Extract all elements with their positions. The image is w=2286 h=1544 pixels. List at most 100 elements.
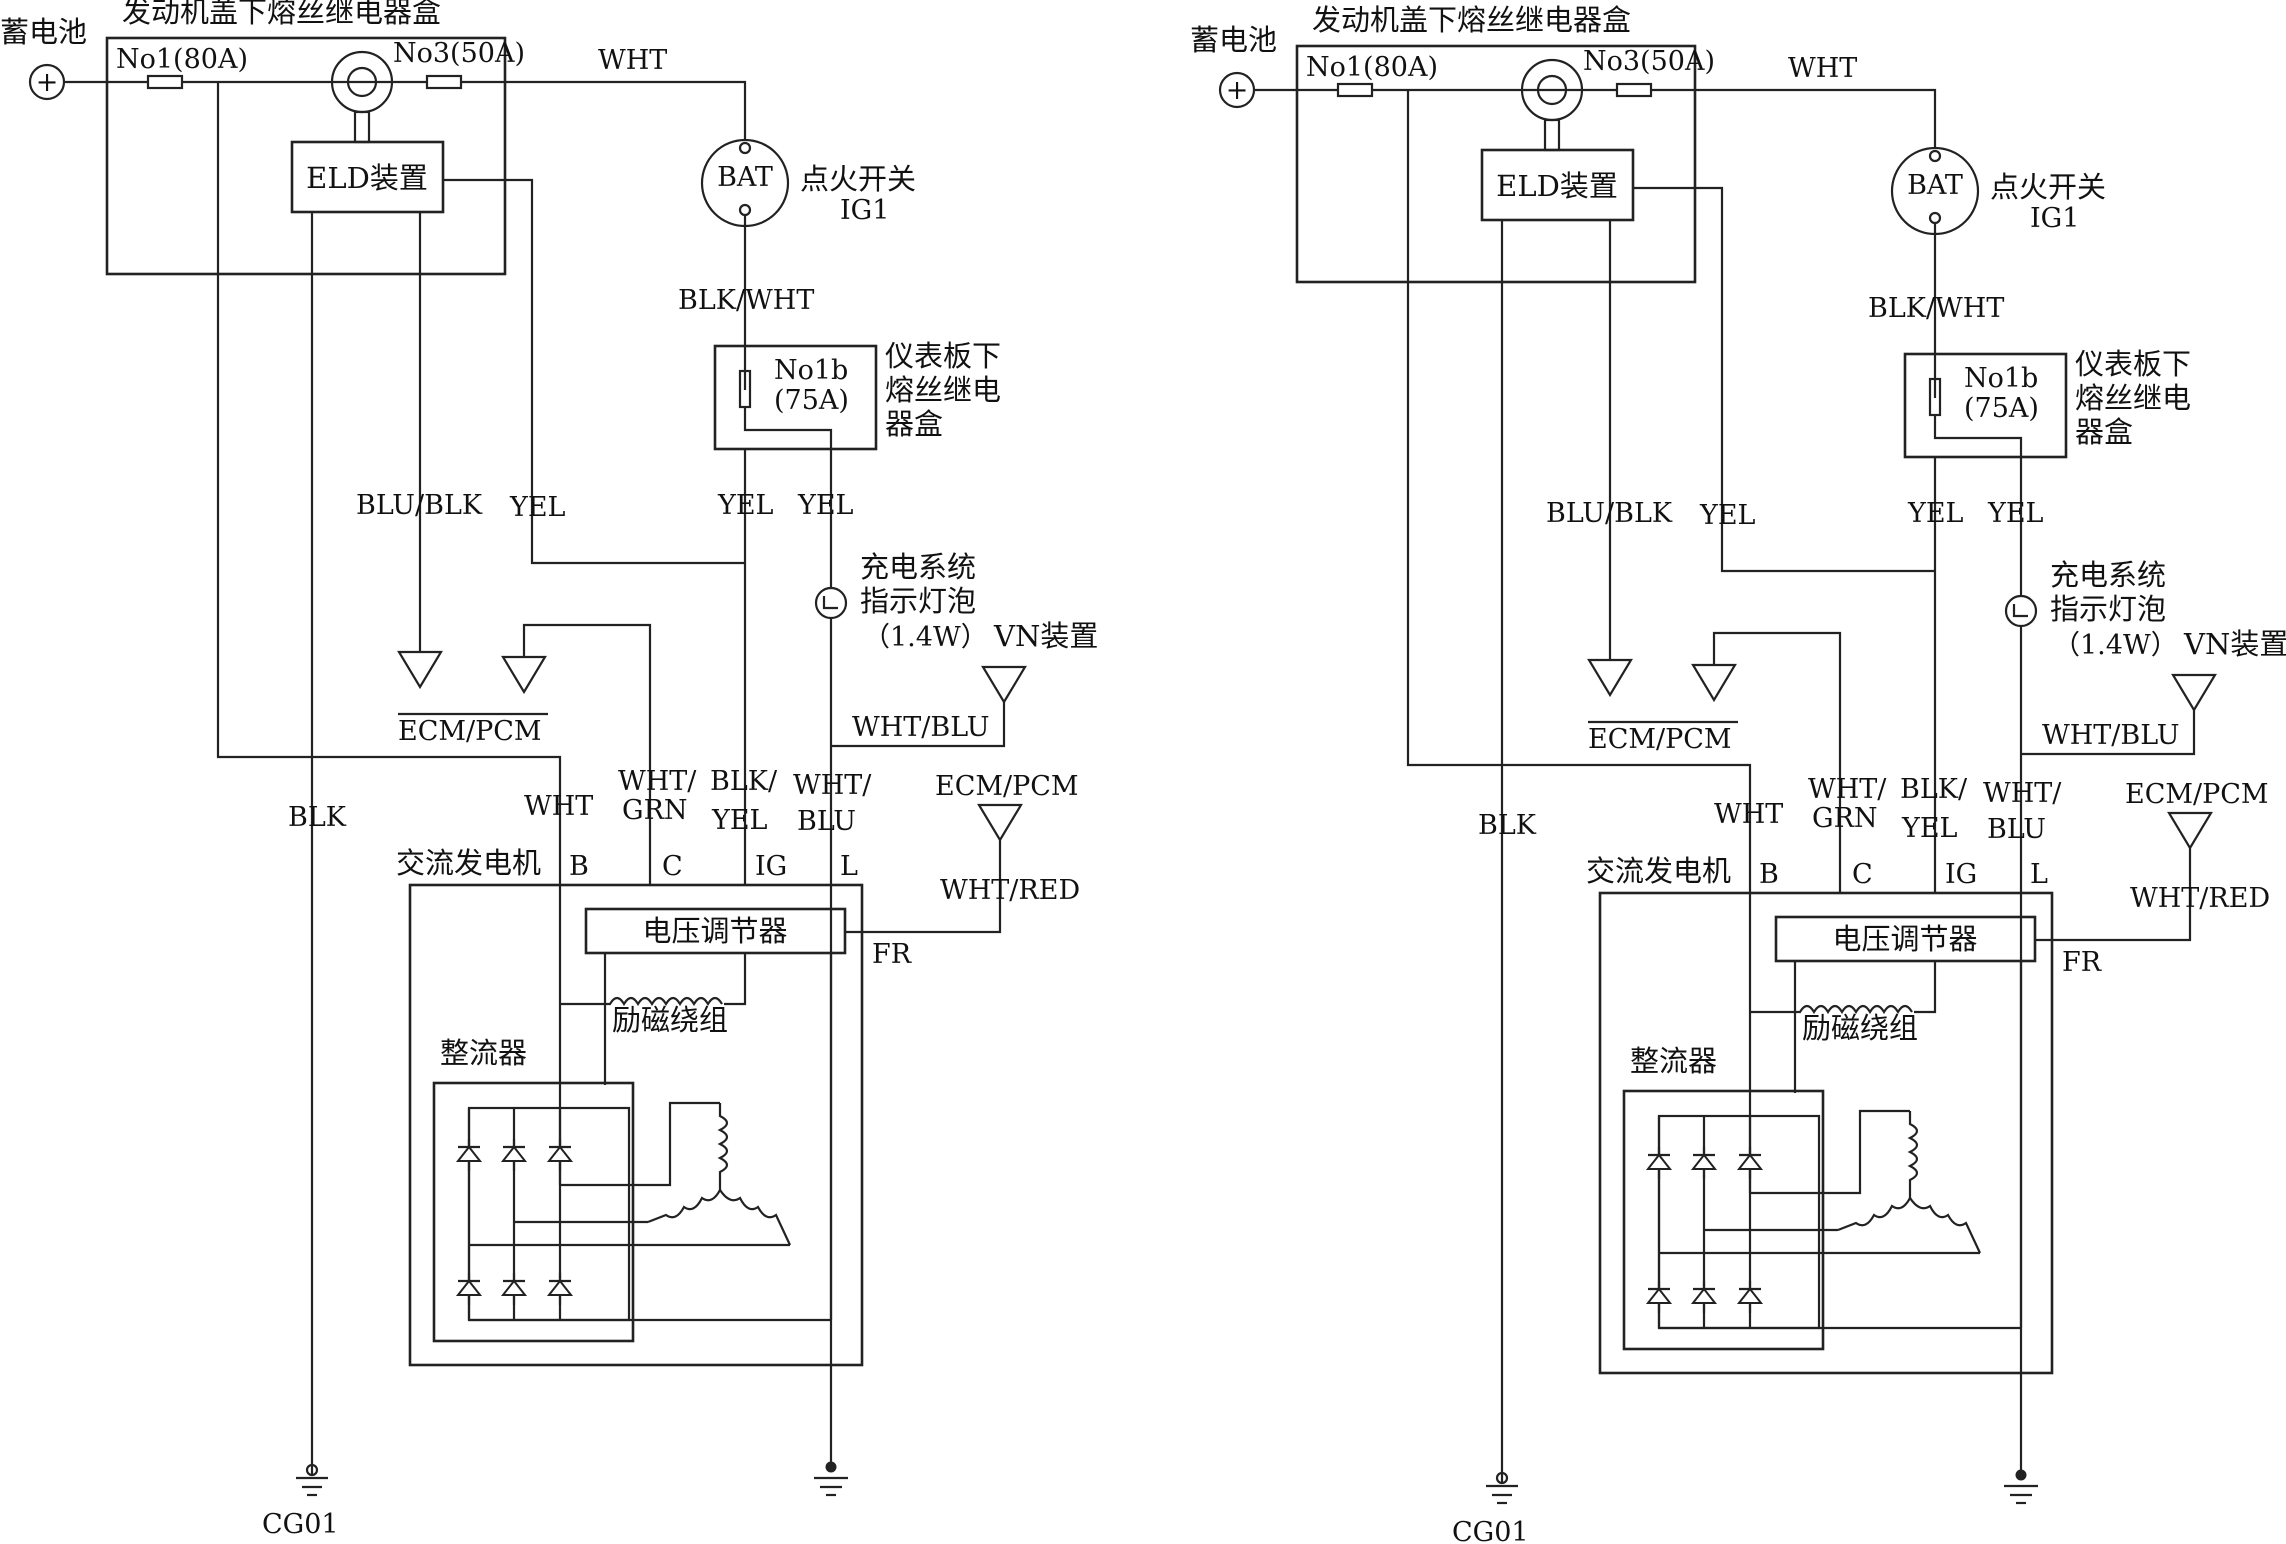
wire-blk-yel-label-2: YEL	[1901, 813, 1958, 844]
dash-box-label-1: 仪表板下	[885, 339, 1001, 373]
ecm-pcm-right-label: ECM/PCM	[2125, 779, 2269, 810]
vn-unit-label: VN装置	[993, 619, 1098, 653]
charge-lamp-label-3: （1.4W）	[863, 622, 988, 653]
ecm-input-triangle	[1587, 658, 1633, 698]
charge-lamp-label-1: 充电系统	[2050, 558, 2166, 592]
fuse-no1	[1336, 82, 1374, 98]
wire-blk-yel-label-1: BLK/	[1900, 774, 1968, 805]
rectifier-box	[432, 1081, 635, 1343]
fuse-no3-label: No3(50A)	[1583, 46, 1715, 77]
dash-fuse-relay-box	[713, 344, 878, 451]
terminal-l-label: L	[840, 851, 858, 882]
engine-fuse-relay-box	[1295, 44, 1697, 284]
ground-cg01-label: CG01	[1452, 1517, 1529, 1544]
ecm-pcm-left-label: ECM/PCM	[1588, 724, 1732, 755]
dash-box-label-2: 熔丝继电	[885, 373, 1001, 407]
vn-unit-triangle	[2171, 673, 2217, 713]
wire-wht-grn-label-2: GRN	[1812, 803, 1878, 834]
ecm-c-triangle	[1691, 663, 1737, 703]
diagram-panel-left: + 蓄电池 发动机盖下熔丝继电器盒 No1(80A) No3(50A) WHT	[0, 0, 1098, 1540]
fuse-no1-label: No1(80A)	[116, 44, 248, 75]
wire-blu-blk-label: BLU/BLK	[356, 490, 483, 521]
ecm-c-triangle	[501, 655, 547, 695]
wire-yel-ig-label: YEL	[717, 490, 774, 521]
ig1-label: IG1	[2030, 203, 2079, 234]
wire-yel-eld-label: YEL	[509, 492, 566, 523]
alternator-label: 交流发电机	[1586, 854, 1731, 888]
wire-wht-grn-label-1: WHT/	[618, 766, 697, 797]
wire-wht-blu-l-label-2: BLU	[797, 806, 856, 837]
ignition-switch-label: 点火开关	[800, 162, 916, 196]
eld-unit-label: ELD装置	[1496, 169, 1618, 203]
battery-symbol: +	[28, 63, 66, 101]
wire-wht-top: WHT	[1788, 53, 1857, 84]
charge-lamp	[814, 586, 848, 620]
terminal-c-label: C	[662, 851, 683, 882]
ecm-input-triangle	[397, 650, 443, 690]
wire-wht-blu-vn-label: WHT/BLU	[2042, 720, 2179, 751]
fuse-no1b-label: No1b	[774, 355, 848, 386]
ground-symbol-left	[1486, 1471, 1518, 1505]
rectifier-bridge	[467, 1106, 631, 1322]
battery-plus-sign: +	[36, 67, 59, 98]
wire-blk-wht-label: BLK/WHT	[1868, 293, 2004, 324]
terminal-fr-label: FR	[872, 939, 912, 970]
current-sensor	[330, 50, 394, 144]
voltage-regulator-label: 电压调节器	[642, 914, 787, 948]
fuse-no3	[1615, 82, 1653, 98]
diode-upper-2	[501, 1137, 527, 1173]
dash-box-label-3: 器盒	[2075, 415, 2133, 449]
diode-upper-3	[547, 1137, 573, 1173]
wire-yel-ig-label: YEL	[1907, 498, 1964, 529]
alternator-label: 交流发电机	[396, 846, 541, 880]
wire-yel-lamp-label: YEL	[1987, 498, 2044, 529]
vn-unit-triangle	[981, 665, 1027, 705]
alternator-box	[1598, 891, 2054, 1375]
fuse-no1b-rating: (75A)	[774, 385, 849, 416]
wire-wht-red-label: WHT/RED	[2130, 883, 2270, 914]
fuse-no1b-rating: (75A)	[1964, 393, 2039, 424]
wire-yel-eld-label: YEL	[1699, 500, 1756, 531]
wire-wht-grn-label-2: GRN	[622, 795, 688, 826]
wire-wht-blu-l-label-2: BLU	[1987, 814, 2046, 845]
wire-blk-wht-label: BLK/WHT	[678, 285, 814, 316]
rectifier-label: 整流器	[440, 1036, 527, 1070]
ig1-label: IG1	[840, 195, 889, 226]
diagram-panel-right: + 蓄电池 发动机盖下熔丝继电器盒 No1(80A) No3(50A) WHT	[1190, 3, 2286, 1544]
diode-upper-3	[1737, 1145, 1763, 1181]
dash-box-label-2: 熔丝继电	[2075, 381, 2191, 415]
wire-blk-yel-label-1: BLK/	[710, 766, 778, 797]
ground-cg01-label: CG01	[262, 1509, 339, 1540]
field-winding-label: 励磁绕组	[612, 1003, 728, 1037]
diode-lower-3	[1737, 1279, 1763, 1315]
engine-fuse-box-label: 发动机盖下熔丝继电器盒	[1312, 3, 1631, 37]
ground-symbol-left	[296, 1463, 328, 1497]
engine-fuse-box-label: 发动机盖下熔丝继电器盒	[122, 0, 441, 29]
ecm-pcm-left-label: ECM/PCM	[398, 716, 542, 747]
bat-terminal-label: BAT	[1907, 170, 1963, 201]
wire-wht-grn-label-1: WHT/	[1808, 774, 1887, 805]
ignition-switch-label: 点火开关	[1990, 170, 2106, 204]
fuse-no1-label: No1(80A)	[1306, 52, 1438, 83]
dash-box-label-3: 器盒	[885, 407, 943, 441]
diode-lower-2	[501, 1271, 527, 1307]
terminal-ig-label: IG	[1945, 859, 1977, 890]
bat-terminal-label: BAT	[717, 162, 773, 193]
eld-unit	[290, 140, 445, 214]
diode-upper-1	[1646, 1145, 1672, 1181]
terminal-b-label: B	[569, 851, 589, 882]
eld-unit-label: ELD装置	[306, 161, 428, 195]
current-sensor	[1520, 58, 1584, 152]
battery-plus-sign: +	[1226, 75, 1249, 106]
rectifier-box	[1622, 1089, 1825, 1351]
terminal-b-label: B	[1759, 859, 1779, 890]
diode-lower-1	[456, 1271, 482, 1307]
battery-label: 蓄电池	[0, 15, 87, 49]
ground-symbol-right	[2004, 1469, 2038, 1505]
ground-symbol-right	[814, 1461, 848, 1497]
diode-upper-1	[456, 1137, 482, 1173]
alternator-box	[408, 883, 864, 1367]
fuse-no3	[425, 74, 463, 90]
wire-wht-blu-l-label-1: WHT/	[793, 770, 872, 801]
